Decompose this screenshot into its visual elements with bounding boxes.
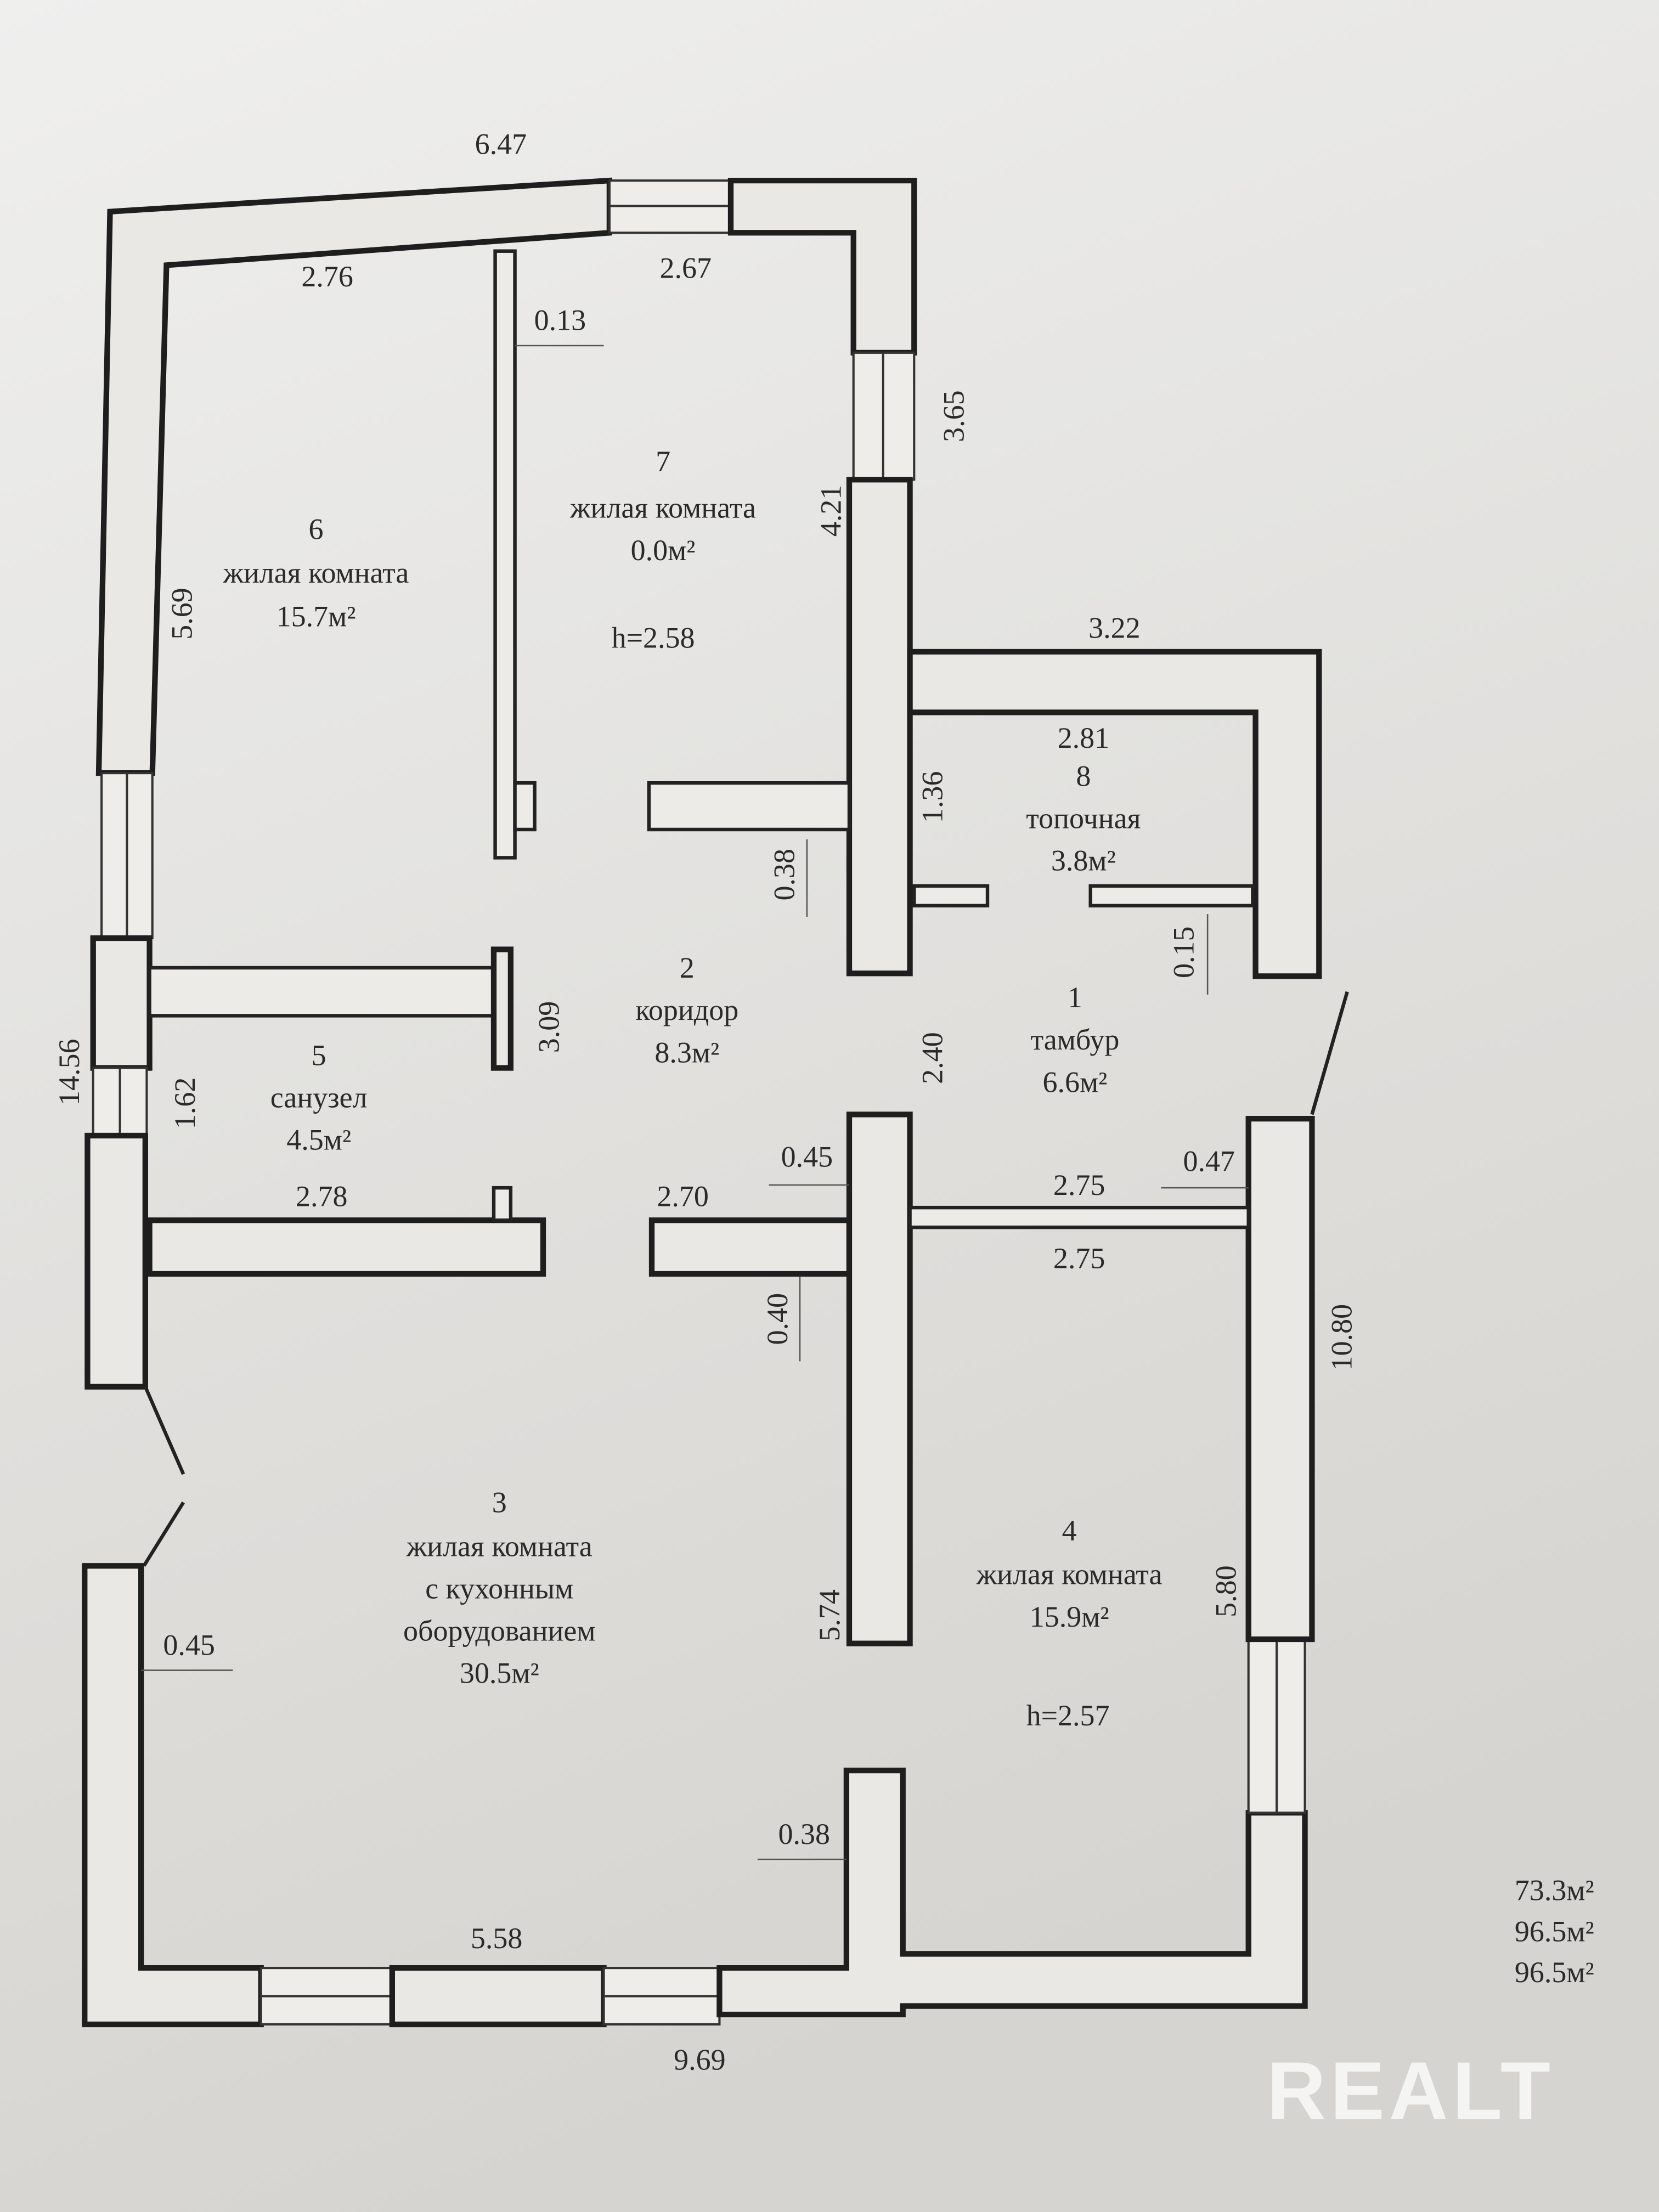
total-area-2: 96.5м²	[1515, 1956, 1594, 1989]
room-area: 15.7м²	[276, 600, 356, 633]
dim: 2.76	[301, 260, 353, 293]
dim: 3.65	[937, 390, 970, 442]
dimensions: 6.47 2.76 2.67 0.13 3.65 4.21 5.69 3.22 …	[53, 127, 1358, 2076]
room-area: 8.3м²	[654, 1036, 719, 1069]
dim: 2.75	[1053, 1242, 1105, 1275]
room-number: 5	[312, 1039, 326, 1071]
dim: 0.40	[761, 1293, 794, 1345]
total-area: 96.5м²	[1515, 1915, 1594, 1948]
dim: 1.62	[168, 1077, 201, 1130]
leader-lines	[141, 345, 1249, 1860]
dim: 6.47	[475, 127, 527, 160]
dim: 0.45	[781, 1141, 833, 1173]
room-area: 4.5м²	[286, 1124, 351, 1156]
room-3: 3 жилая комната с кухонным оборудованием…	[403, 1486, 596, 1690]
room-name-line2: с кухонным	[425, 1572, 573, 1605]
dim: 0.38	[768, 849, 801, 901]
dim: 14.56	[53, 1039, 86, 1106]
room-name: топочная	[1026, 802, 1141, 834]
room-number: 2	[680, 951, 695, 984]
total-living-area: 73.3м²	[1515, 1874, 1594, 1907]
room-number: 7	[656, 445, 670, 478]
room-name: тамбур	[1031, 1023, 1120, 1056]
area-totals: 73.3м² 96.5м² 96.5м²	[1515, 1874, 1594, 1989]
dim: 2.78	[296, 1180, 348, 1213]
room-height: h=2.57	[1026, 1699, 1110, 1732]
room-name: жилая комната	[569, 492, 756, 524]
dim: 2.67	[659, 252, 712, 285]
room-name: жилая комната	[976, 1558, 1163, 1591]
dim: 0.13	[534, 304, 586, 337]
room-area: 6.6м²	[1042, 1065, 1107, 1098]
room-number: 8	[1076, 759, 1091, 792]
dim: 10.80	[1325, 1304, 1358, 1371]
room-number: 1	[1068, 981, 1082, 1014]
dim: 1.36	[916, 771, 949, 823]
dim: 2.81	[1058, 721, 1110, 754]
room-1: 1 тамбур 6.6м²	[1031, 981, 1120, 1098]
room-8: 8 топочная 3.8м²	[1026, 759, 1141, 877]
room-4: 4 жилая комната 15.9м² h=2.57	[976, 1514, 1163, 1732]
dim: 5.80	[1210, 1565, 1243, 1617]
room-6: 6 жилая комната 15.7м²	[223, 512, 409, 633]
dim: 3.22	[1088, 611, 1140, 644]
room-area: 15.9м²	[1030, 1600, 1109, 1633]
realt-watermark-logo: REALT	[1267, 2045, 1555, 2136]
room-5: 5 санузел 4.5м²	[270, 1039, 368, 1156]
dim: 2.70	[657, 1180, 709, 1213]
dim: 3.09	[532, 1001, 565, 1053]
dim: 2.75	[1053, 1169, 1105, 1201]
dim: 4.21	[815, 485, 848, 537]
dim: 2.40	[916, 1032, 949, 1084]
walls	[82, 177, 1349, 2028]
room-7: 7 жилая комната 0.0м² h=2.58	[569, 445, 756, 654]
room-number: 3	[492, 1486, 507, 1519]
room-area: 0.0м²	[631, 534, 696, 567]
dim: 0.47	[1183, 1144, 1235, 1177]
room-name: коридор	[635, 994, 738, 1026]
room-name-line3: оборудованием	[403, 1615, 596, 1647]
room-height: h=2.58	[612, 621, 695, 654]
room-2: 2 коридор 8.3м²	[635, 951, 738, 1069]
dim: 0.15	[1167, 926, 1200, 978]
dim: 5.69	[166, 588, 199, 640]
room-name: санузел	[270, 1081, 368, 1114]
dim: 5.74	[813, 1589, 846, 1641]
room-area: 3.8м²	[1051, 844, 1116, 877]
room-name: жилая комната	[223, 556, 409, 589]
dim: 9.69	[674, 2043, 726, 2076]
dim: 0.38	[778, 1818, 830, 1850]
room-labels: 7 жилая комната 0.0м² h=2.58 6 жилая ком…	[223, 445, 1163, 1732]
room-number: 6	[309, 512, 324, 545]
room-number: 4	[1062, 1514, 1077, 1547]
dim: 0.45	[163, 1628, 215, 1661]
room-area: 30.5м²	[460, 1657, 539, 1690]
room-name: жилая комната	[406, 1530, 592, 1562]
dim: 5.58	[471, 1922, 523, 1955]
